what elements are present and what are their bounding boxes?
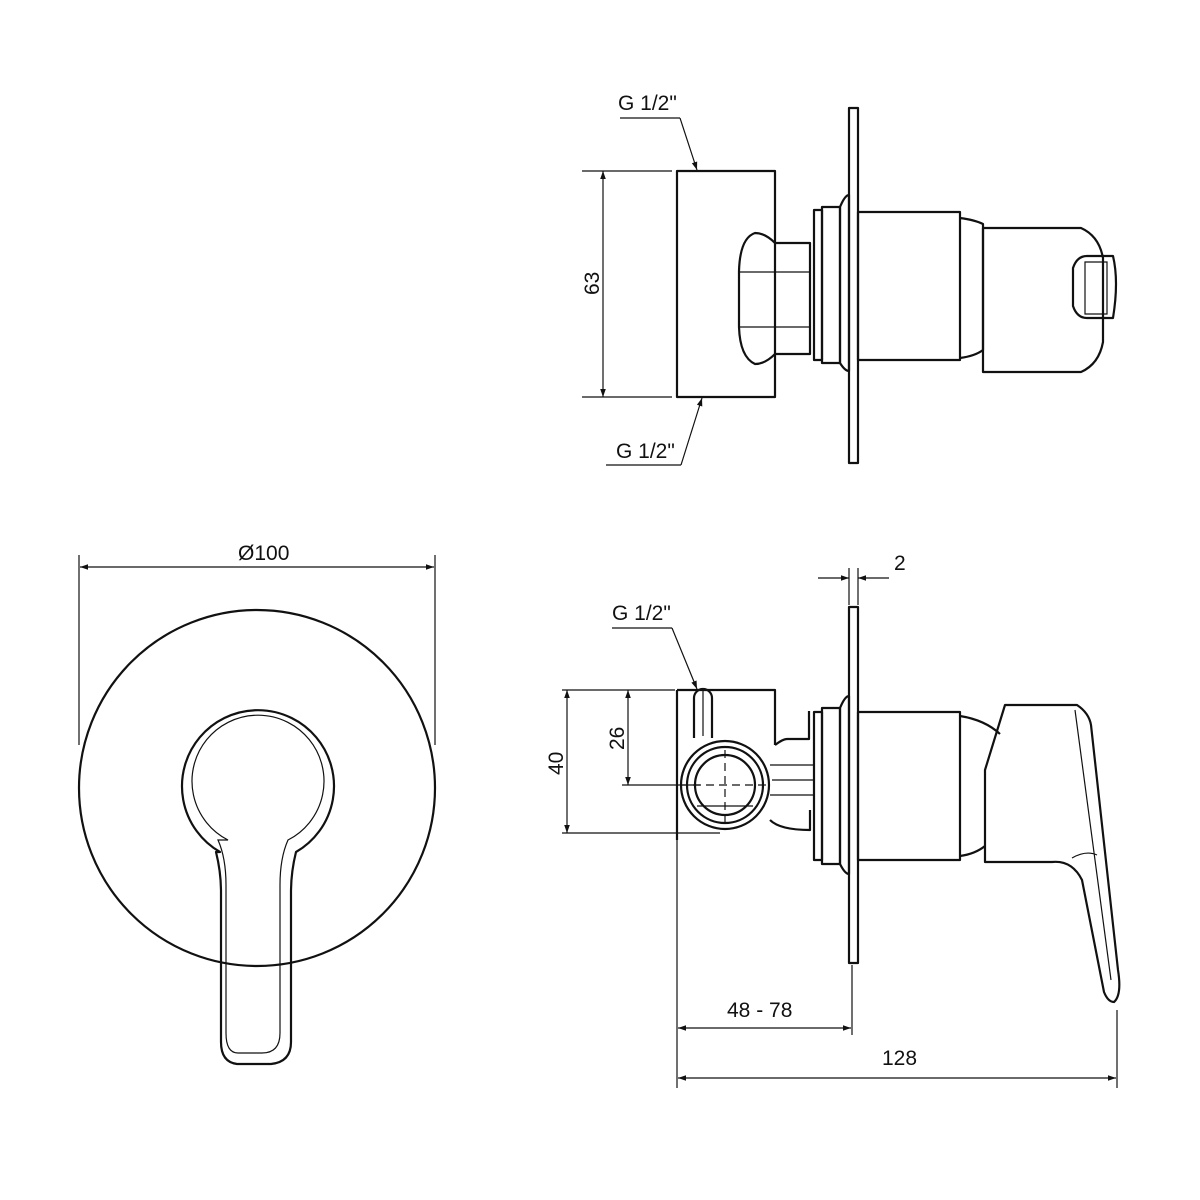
lever-tip [1071,254,1118,320]
dimension-plate-thickness: 2 [894,552,906,575]
thread-label-bottom: G 1/2" [616,440,675,463]
top-view: G 1/2" G 1/2" 63 [581,92,1118,466]
wall-plate [847,106,860,465]
valve-body [675,169,777,399]
escutcheon-hub [856,210,962,362]
connector [737,231,812,366]
escutcheon-hub [856,710,962,862]
dimension-40: 40 [545,752,568,775]
dimension-26: 26 [606,727,629,750]
front-view: Ø100 [77,542,437,1066]
dimension-total-depth: 128 [882,1047,917,1070]
wall-plate [847,605,860,965]
valve-body [675,688,777,840]
escutcheon-plate [77,608,437,968]
side-view: 2 G 1/2" 40 26 [545,552,1121,1088]
handle-block [981,226,1105,374]
dimension-63: 63 [581,272,604,295]
dimension-wall-depth: 48 - 78 [727,999,792,1022]
dimension-diameter: Ø100 [238,542,289,565]
leader-arrow [679,117,698,171]
thread-label-side: G 1/2" [612,602,671,625]
leader-arrow [680,397,703,466]
lever-handle [180,709,336,1066]
thread-label-top: G 1/2" [618,92,677,115]
lever-handle [983,703,1121,1004]
